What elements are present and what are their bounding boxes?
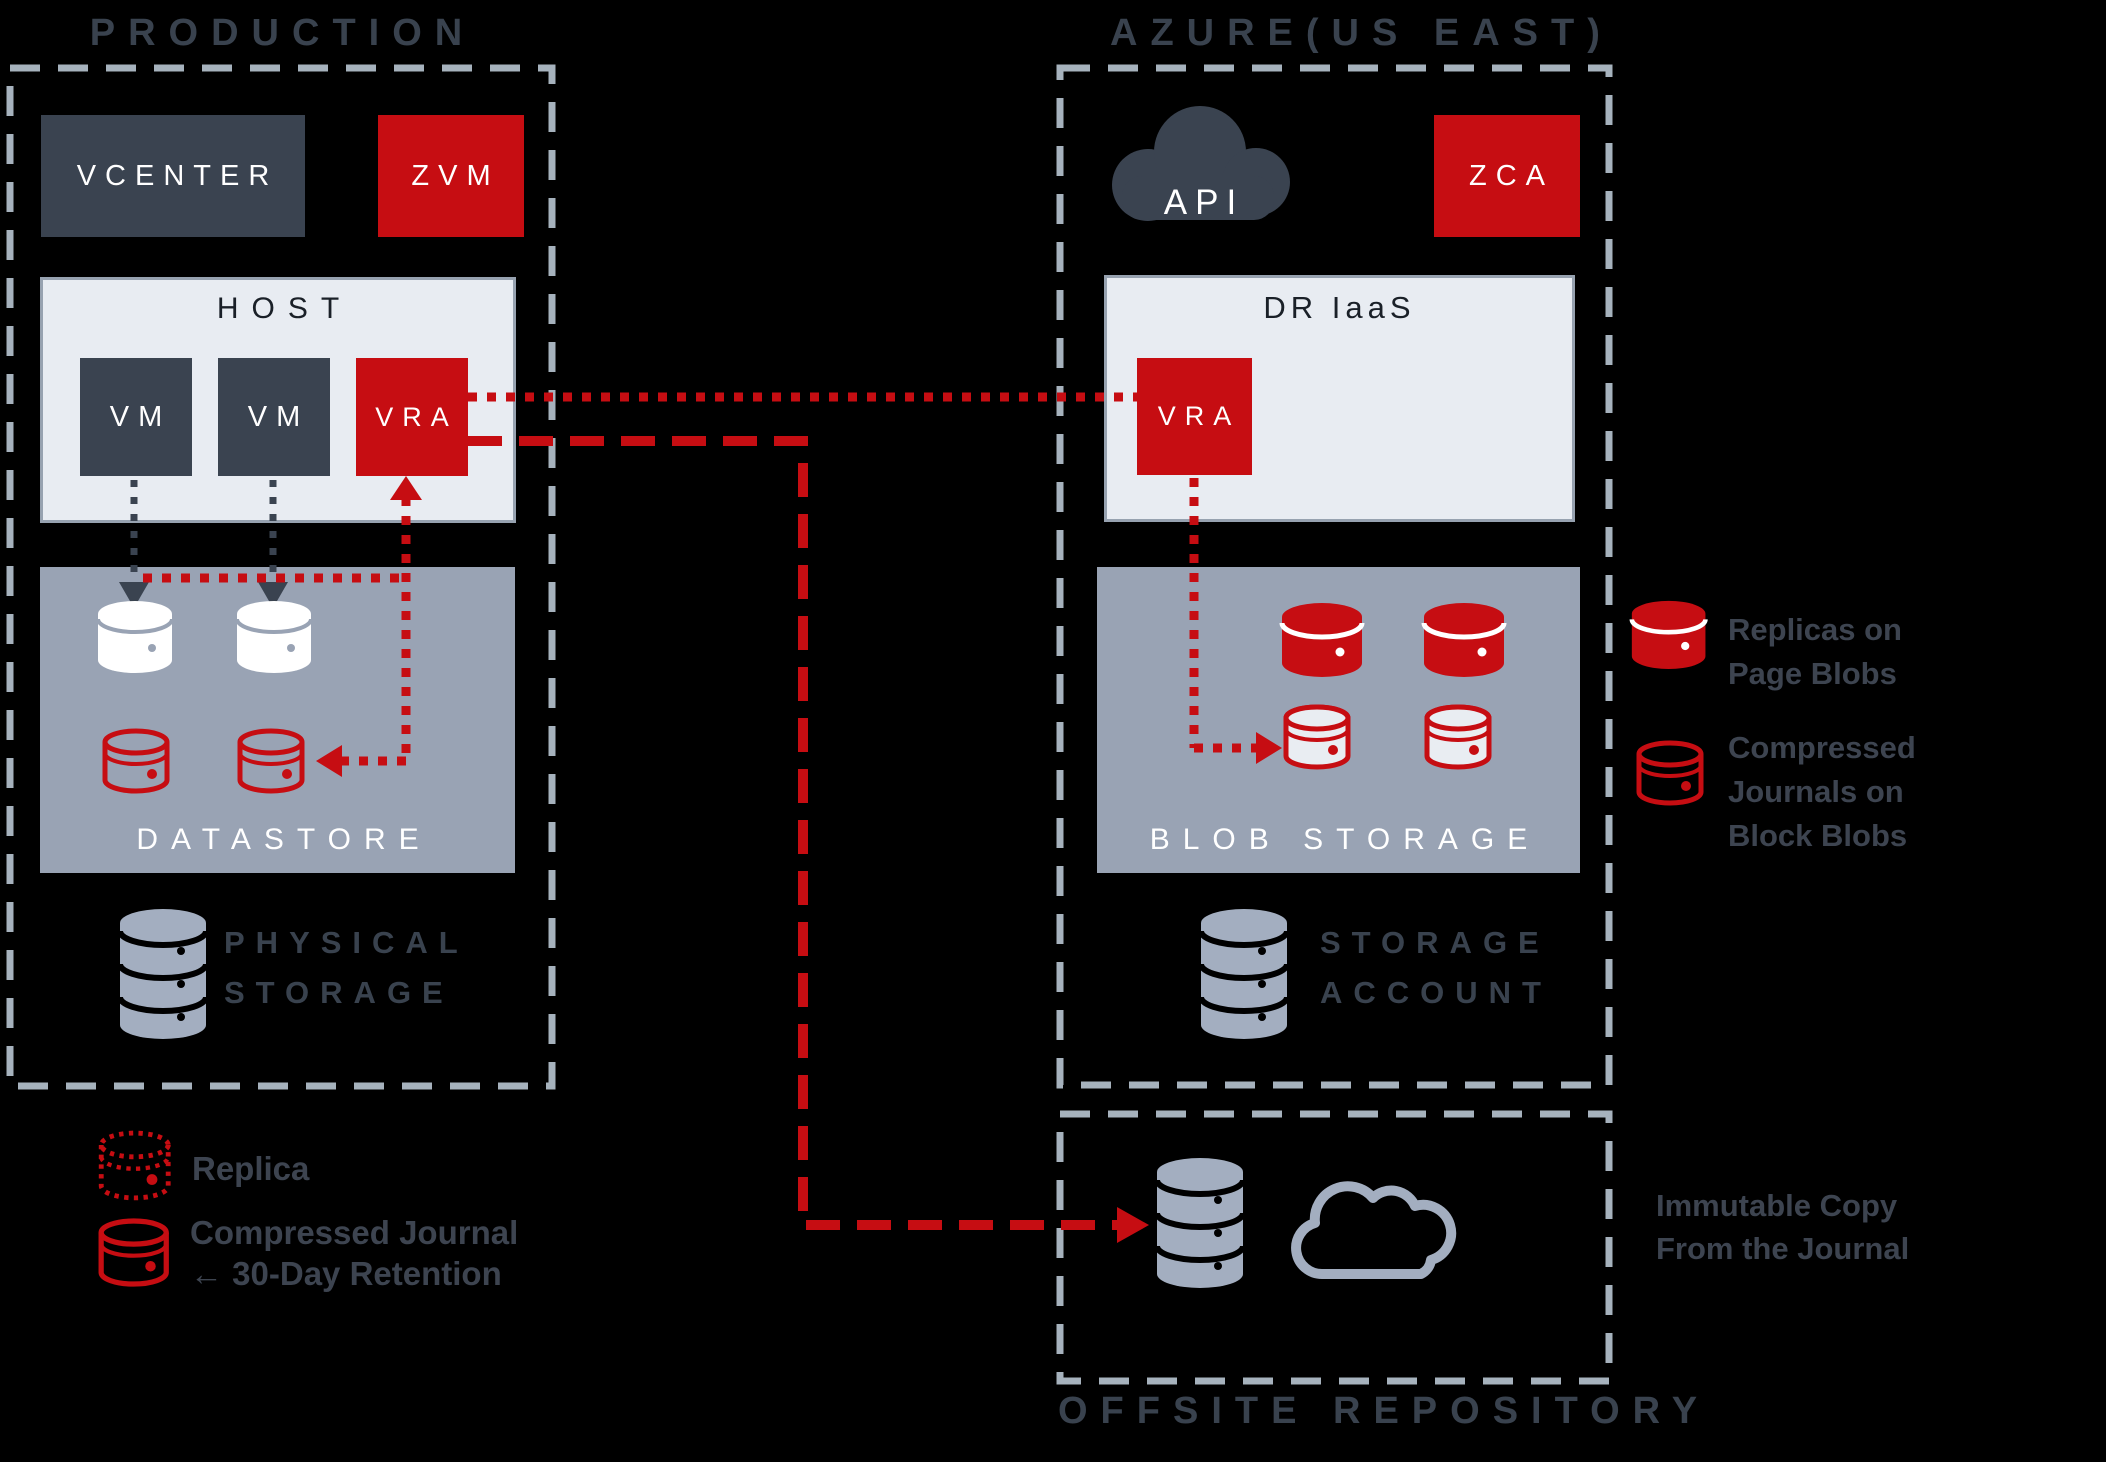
datastore-box: DATASTORE (40, 567, 515, 873)
offsite-repository-title: OFFSITE REPOSITORY (1058, 1390, 1711, 1432)
legend-replicas-line1: Replicas on (1728, 612, 1902, 647)
journal-copy-dashed-line (468, 436, 1117, 1230)
vcenter-box: VCENTER (41, 115, 305, 237)
storage-account-stack-icon (1201, 909, 1287, 1039)
zca-box: ZCA (1434, 115, 1580, 237)
datastore-label: DATASTORE (136, 823, 432, 856)
vm1-box: VM (80, 358, 192, 476)
blob-storage-label: BLOB STORAGE (1149, 823, 1541, 856)
zvm-label: ZVM (411, 159, 500, 192)
azure-title: AZURE(US EAST) (1110, 12, 1613, 54)
blob-storage-box: BLOB STORAGE (1097, 567, 1580, 873)
legend-replicas-page-blobs: Replicas on Page Blobs (1728, 608, 1902, 696)
legend-replicas-line2: Page Blobs (1728, 656, 1897, 691)
physical-storage-line1: PHYSICAL (224, 925, 469, 960)
zca-label: ZCA (1469, 159, 1554, 192)
storage-account-line2: ACCOUNT (1320, 975, 1552, 1010)
azure-vra-box: VRA (1137, 358, 1252, 475)
legend-journals-block-blobs: Compressed Journals on Block Blobs (1728, 726, 1916, 858)
azure-vra-label: VRA (1157, 401, 1241, 431)
replica-dotted-cylinder-icon (101, 1133, 168, 1198)
legend-compressed-journal-line1: Compressed Journal (190, 1214, 519, 1251)
legend-replica-label: Replica (192, 1150, 310, 1187)
legend-journals-line1: Compressed (1728, 730, 1916, 765)
offsite-dashed-border (1056, 1110, 1613, 1385)
vm1-label: VM (109, 400, 172, 433)
offsite-note: Immutable Copy From the Journal (1656, 1184, 1909, 1270)
legend-compressed-journal-label: Compressed Journal ← 30-Day Retention (190, 1212, 518, 1294)
offsite-note-line1: Immutable Copy (1656, 1188, 1898, 1223)
physical-storage-stack-icon (120, 909, 206, 1039)
offsite-note-line2: From the Journal (1656, 1231, 1910, 1266)
journals-block-blobs-legend-icon (1639, 743, 1701, 803)
production-vra-label: VRA (375, 401, 458, 432)
vm2-label: VM (247, 400, 310, 433)
offsite-arrowhead-icon (1117, 1207, 1149, 1243)
legend-journals-line3: Block Blobs (1728, 818, 1908, 853)
zvm-box: ZVM (378, 115, 524, 237)
production-title: PRODUCTION (89, 12, 476, 54)
host-label: HOST (216, 292, 353, 325)
storage-account-label: STORAGE ACCOUNT (1320, 918, 1552, 1018)
offsite-cloud-icon (1296, 1186, 1451, 1274)
legend-compressed-journal-line2: ← 30-Day Retention (190, 1255, 502, 1292)
dr-iaas-label: DR IaaS (1263, 290, 1416, 325)
compressed-journal-legend-icon (101, 1221, 166, 1284)
vm2-box: VM (218, 358, 330, 476)
production-vra-box: VRA (356, 358, 468, 476)
physical-storage-label: PHYSICAL STORAGE (224, 918, 469, 1018)
api-label: API (1163, 183, 1245, 222)
vcenter-label: VCENTER (76, 159, 279, 192)
physical-storage-line2: STORAGE (224, 975, 454, 1010)
offsite-storage-stack-icon (1157, 1158, 1243, 1288)
storage-account-line1: STORAGE (1320, 925, 1550, 960)
legend-journals-line2: Journals on (1728, 774, 1904, 809)
replicas-page-blobs-legend-icon (1632, 601, 1706, 669)
